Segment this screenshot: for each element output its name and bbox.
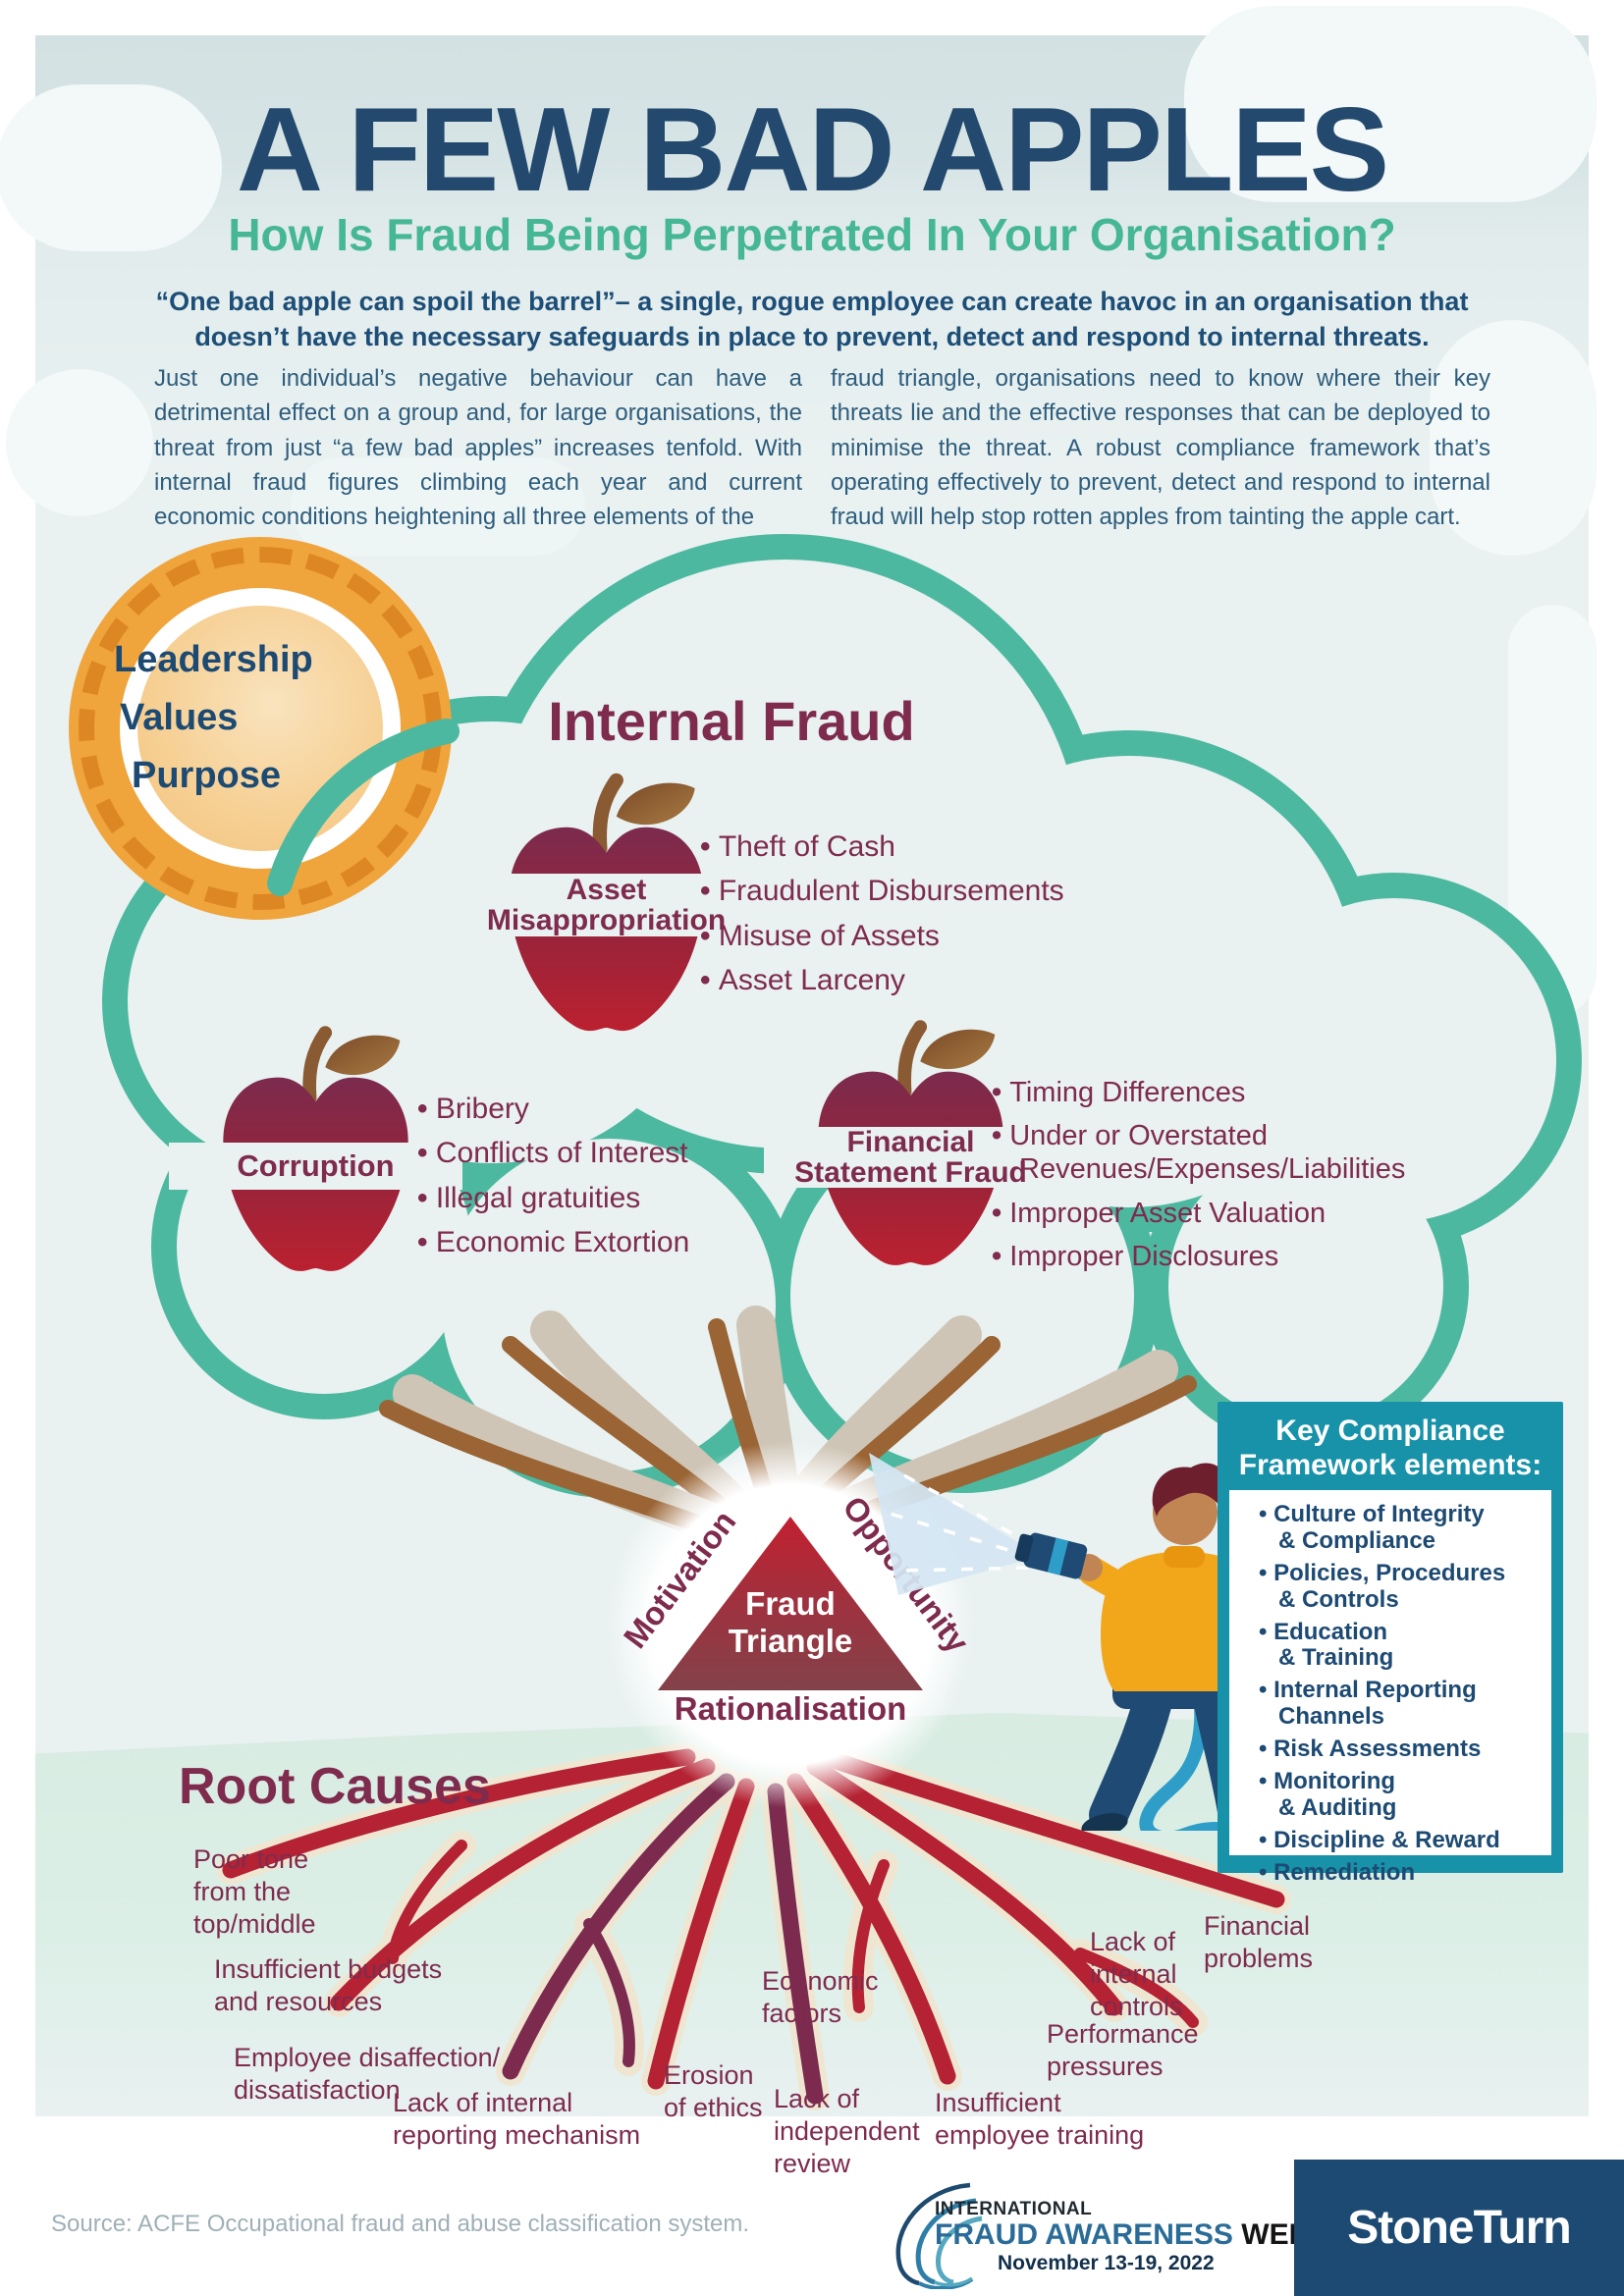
list-item: Bribery (417, 1092, 741, 1126)
sun-line: Purpose (132, 754, 282, 796)
apple-label-text: Financial Statement Fraud (794, 1125, 1027, 1189)
cloud-blob (0, 84, 222, 251)
page-title: A FEW BAD APPLES (236, 82, 1389, 216)
root-cause-label: Financial problems (1204, 1911, 1314, 1973)
root-cause-label: Performance pressures (1047, 2019, 1199, 2081)
compliance-item: Risk Assessments (1243, 1735, 1545, 1763)
fraud-triangle-label: Fraud Triangle (728, 1585, 853, 1659)
fraud-awareness-text: FRAUD AWARENESS (935, 2218, 1233, 2251)
sun-line: Values (120, 696, 239, 738)
sun-values-text: Leadership Values Purpose (114, 631, 313, 805)
stoneturn-wordmark: StoneTurn (1347, 2202, 1571, 2254)
cloud-blob (1508, 605, 1597, 1017)
list-item: Timing Differences (992, 1076, 1443, 1109)
fraud-week-date: November 13-19, 2022 (998, 2252, 1215, 2274)
apple-asset-misappropriation: Asset Misappropriation (455, 758, 758, 1052)
root-cause-label: Lack of internal controls (1090, 1927, 1183, 2021)
compliance-box-title: Key Compliance Framework elements: (1238, 1415, 1543, 1481)
financial-statement-fraud-list: Timing Differences Under or Overstated R… (992, 1076, 1443, 1283)
intro-quote: “One bad apple can spoil the barrel”– a … (155, 287, 1469, 351)
corruption-list: Bribery Conflicts of Interest Illegal gr… (417, 1092, 741, 1270)
list-item: Asset Larceny (700, 963, 1171, 997)
stoneturn-logo-box: StoneTurn (1294, 2160, 1624, 2296)
apple-corruption: Corruption (169, 1009, 462, 1294)
sun-line: Leadership (114, 639, 313, 680)
list-item: Improper Disclosures (992, 1240, 1443, 1273)
intro-paragraph-left: Just one individual’s negative behaviour… (154, 365, 802, 531)
compliance-item: Monitoring & Auditing (1243, 1768, 1545, 1822)
list-item: Economic Extortion (417, 1225, 741, 1259)
root-cause-label: Employee disaffection/ dissatisfaction (234, 2043, 501, 2105)
cloud-blob (1184, 6, 1597, 202)
cloud-blob (1430, 320, 1597, 556)
apple-label: Corruption (169, 1143, 462, 1190)
internal-fraud-heading: Internal Fraud (548, 690, 915, 752)
root-cause-label: Erosion of ethics (664, 2060, 763, 2122)
intro-paragraph-right: fraud triangle, organisations need to kn… (831, 365, 1490, 531)
list-item: Theft of Cash (700, 829, 1171, 864)
compliance-item: Remediation (1243, 1859, 1545, 1887)
list-item: Improper Asset Valuation (992, 1197, 1443, 1230)
apple-financial-statement-fraud: Financial Statement Fraud (764, 1003, 1057, 1288)
list-item: Misuse of Assets (700, 919, 1171, 953)
asset-misappropriation-list: Theft of Cash Fraudulent Disbursements M… (700, 829, 1171, 1008)
compliance-framework-box: Key Compliance Framework elements: Cultu… (1218, 1402, 1563, 1885)
list-item: Illegal gratuities (417, 1181, 741, 1215)
root-cause-label: Insufficient budgets and resources (214, 1954, 443, 2016)
sun-icon: Leadership Values Purpose (69, 537, 452, 920)
compliance-item: Policies, Procedures & Controls (1243, 1560, 1545, 1614)
fraud-week-logo-line1: INTERNATIONAL (935, 2199, 1093, 2219)
root-cause-label: Insufficient employee training (935, 2088, 1145, 2150)
root-causes-heading: Root Causes (179, 1758, 491, 1815)
root-cause-label: Economic factors (762, 1966, 879, 2028)
root-cause-label: Lack of internal reporting mechanism (393, 2088, 641, 2150)
cloud-blob (6, 369, 153, 516)
list-item: Conflicts of Interest (417, 1136, 741, 1170)
compliance-box-list: Culture of Integrity & Compliance Polici… (1229, 1490, 1551, 1885)
list-item: Fraudulent Disbursements (700, 874, 1171, 908)
page-subtitle: How Is Fraud Being Perpetrated In Your O… (228, 209, 1396, 260)
compliance-item: Culture of Integrity & Compliance (1243, 1501, 1545, 1555)
apple-label-text: Asset Misappropriation (486, 873, 727, 936)
compliance-item: Internal Reporting Channels (1243, 1677, 1545, 1731)
compliance-item: Discipline & Reward (1243, 1827, 1545, 1854)
root-cause-label: Poor tone from the top/middle (193, 1844, 316, 1939)
triangle-side-rationalisation: Rationalisation (674, 1690, 907, 1727)
list-item: Under or Overstated Revenues/Expenses/Li… (992, 1119, 1443, 1186)
source-note: Source: ACFE Occupational fraud and abus… (51, 2211, 750, 2237)
root-cause-label: Lack of independent review (774, 2084, 920, 2178)
fraud-week-logo-line2: FRAUD AWARENESS WEEK (935, 2218, 1329, 2252)
apple-label-text: Corruption (237, 1148, 395, 1183)
compliance-item: Education & Training (1243, 1619, 1545, 1673)
